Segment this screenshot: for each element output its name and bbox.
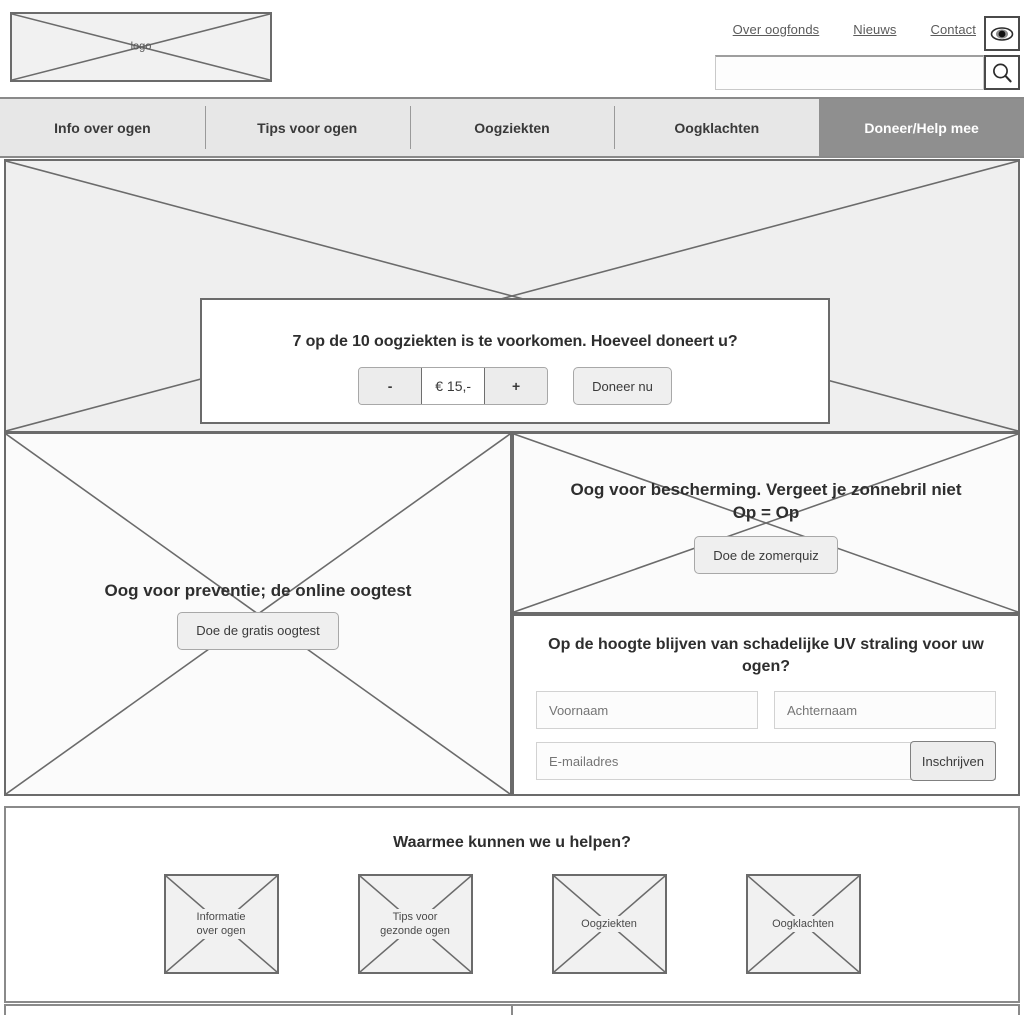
donation-decrement-button[interactable]: - [359,368,422,404]
newsletter-email-row: Inschrijven [536,741,996,781]
bescherming-title-line2: Op = Op [732,503,800,522]
search-button[interactable] [984,55,1020,90]
nav-item-oogklachten[interactable]: Oogklachten [614,99,820,156]
placeholder-cross-icon [12,14,270,80]
help-section: Waarmee kunnen we u helpen? Informatie o… [4,806,1020,1003]
donation-title: 7 op de 10 oogziekten is te voorkomen. H… [292,333,738,350]
bescherming-image-placeholder [512,432,1020,614]
help-card-label: Tips voor gezonde ogen [359,909,471,939]
help-card-oogklachten[interactable]: Oogklachten [745,874,861,974]
top-link-over-oogfonds[interactable]: Over oogfonds [732,22,820,37]
donation-panel: 7 op de 10 oogziekten is te voorkomen. H… [200,298,830,424]
help-card-list: Informatie over ogen Tips voor gezonde o… [6,874,1018,974]
preventie-title: Oog voor preventie; de online oogtest [104,580,412,600]
help-card-label: Oogziekten [553,916,665,932]
help-card-label-line2: gezonde ogen [380,925,450,937]
logo-placeholder[interactable]: logo [10,12,272,82]
main-navigation: Info over ogen Tips voor ogen Oogziekten… [0,99,1024,158]
placeholder-cross-icon [514,434,1018,612]
donation-controls: - € 15,- + Doneer nu [202,367,828,405]
footer-column-divider [511,1004,513,1015]
bescherming-title-line1: Oog voor bescherming. Vergeet je zonnebr… [570,480,962,499]
eye-icon [990,26,1014,41]
inschrijven-button[interactable]: Inschrijven [909,741,996,781]
donation-increment-button[interactable]: + [485,368,548,404]
placeholder-cross-icon [6,161,1018,431]
preventie-block: Oog voor preventie; de online oogtest Do… [4,432,512,796]
eye-icon-button[interactable] [984,16,1020,51]
help-card-oogziekten[interactable]: Oogziekten [551,874,667,974]
logo-label: logo [130,40,152,53]
doe-de-gratis-oogtest-button[interactable]: Doe de gratis oogtest [177,611,339,650]
nav-item-tips-voor-ogen[interactable]: Tips voor ogen [204,99,410,156]
donation-amount-value[interactable]: € 15,- [421,368,486,404]
help-section-title: Waarmee kunnen we u helpen? [393,834,631,851]
donation-amount-stepper: - € 15,- + [358,367,549,405]
bescherming-title: Oog voor bescherming. Vergeet je zonnebr… [570,478,961,524]
bescherming-block: Oog voor bescherming. Vergeet je zonnebr… [512,432,1020,614]
nav-item-oogziekten[interactable]: Oogziekten [409,99,615,156]
help-card-informatie-over-ogen[interactable]: Informatie over ogen [163,874,279,974]
top-link-contact[interactable]: Contact [930,22,976,37]
newsletter-title: Op de hoogte blijven van schadelijke UV … [548,636,984,675]
achternaam-input[interactable] [774,691,996,729]
top-link-nieuws[interactable]: Nieuws [853,22,897,37]
search-icon [993,63,1012,82]
newsletter-signup-panel: Op de hoogte blijven van schadelijke UV … [512,614,1020,796]
help-card-tips-voor-gezonde-ogen[interactable]: Tips voor gezonde ogen [357,874,473,974]
help-card-label-line1: Informatie [196,911,246,923]
newsletter-name-row [536,691,996,729]
help-card-label: Informatie over ogen [165,909,277,939]
help-card-label-line2: over ogen [196,925,246,937]
help-card-label: Oogklachten [747,916,859,932]
search-input[interactable] [715,55,984,90]
utility-nav: Over oogfonds Nieuws Contact [733,22,976,37]
nav-item-doneer-help-mee[interactable]: Doneer/Help mee [819,99,1024,156]
doneer-nu-button[interactable]: Doneer nu [573,367,672,405]
nav-item-info-over-ogen[interactable]: Info over ogen [0,99,205,156]
help-card-label-line1: Tips voor [392,911,438,923]
site-header: logo Over oogfonds Nieuws Contact [0,0,1024,99]
voornaam-input[interactable] [536,691,758,729]
doe-de-zomerquiz-button[interactable]: Doe de zomerquiz [694,536,838,574]
